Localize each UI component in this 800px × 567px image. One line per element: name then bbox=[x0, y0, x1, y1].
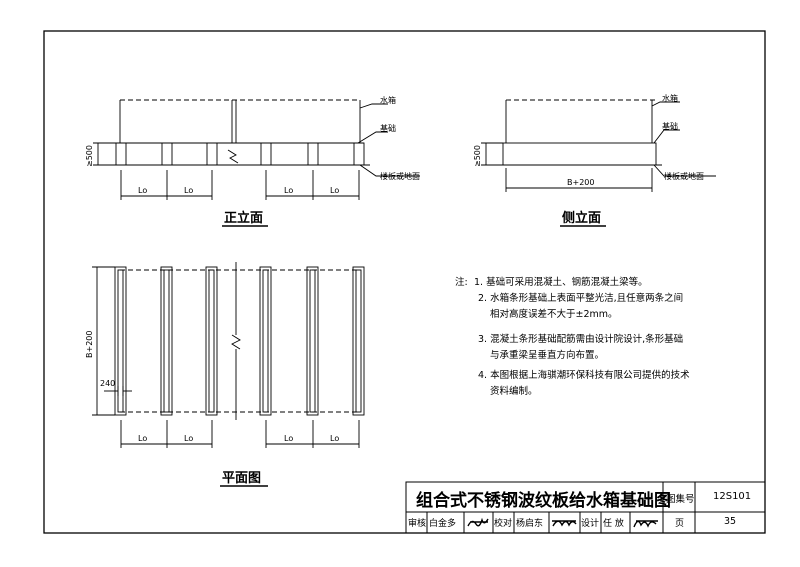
design-label: 设计 bbox=[581, 519, 600, 529]
note-3: 3. 混凝土条形基础配筋需由设计院设计,条形基础 bbox=[478, 334, 684, 345]
note-2: 2. 水箱条形基础上表面平整光洁,且任意两条之间 bbox=[478, 293, 684, 304]
plan-strip-width-dim: 240 bbox=[100, 379, 115, 388]
plan-spacing-dim-4: Lo bbox=[330, 434, 339, 443]
front-elevation bbox=[93, 99, 420, 227]
check-label: 校对 bbox=[494, 519, 513, 529]
front-spacing-dim-2: Lo bbox=[184, 186, 193, 195]
side-elevation bbox=[481, 99, 716, 227]
note-4-cont: 资料编制。 bbox=[490, 386, 538, 397]
drawing-frame bbox=[43, 30, 766, 534]
checker-signature bbox=[552, 520, 577, 527]
side-height-dim: ≥500 bbox=[473, 145, 482, 167]
note-4: 4. 本图根据上海骐潮环保科技有限公司提供的技术 bbox=[478, 370, 690, 381]
atlas-number-label: 图集号 bbox=[666, 494, 695, 505]
plan-width-dim: B+200 bbox=[85, 331, 94, 358]
designer-name: 任 放 bbox=[603, 519, 624, 529]
page-number: 35 bbox=[724, 516, 737, 527]
front-tank-label: 水箱 bbox=[380, 95, 396, 105]
plan-spacing-dim-2: Lo bbox=[184, 434, 193, 443]
note-3-cont: 与承重梁呈垂直方向布置。 bbox=[490, 350, 605, 361]
designer-signature bbox=[633, 520, 658, 528]
plan-view-title: 平面图 bbox=[222, 471, 261, 486]
side-base-label: 基础 bbox=[662, 121, 678, 131]
plan-spacing-dim-3: Lo bbox=[284, 434, 293, 443]
front-elevation-title: 正立面 bbox=[224, 210, 263, 226]
review-label: 审核 bbox=[408, 519, 427, 529]
reviewer-signature bbox=[467, 517, 489, 527]
plan-view bbox=[92, 262, 365, 487]
side-tank-label: 水箱 bbox=[662, 93, 678, 103]
note-2-cont: 相对高度误差不大于±2mm。 bbox=[490, 309, 618, 320]
front-spacing-dim-4: Lo bbox=[330, 186, 339, 195]
notes-prefix: 注: bbox=[455, 277, 468, 288]
drawing-title: 组合式不锈钢波纹板给水箱基础图 bbox=[416, 491, 671, 511]
plan-spacing-dim-1: Lo bbox=[138, 434, 147, 443]
checker-name: 杨启东 bbox=[516, 519, 544, 529]
side-elevation-title: 侧立面 bbox=[562, 210, 601, 226]
front-height-dim: ≥500 bbox=[85, 145, 94, 167]
page-label: 页 bbox=[675, 519, 685, 529]
front-spacing-dim-3: Lo bbox=[284, 186, 293, 195]
front-base-label: 基础 bbox=[380, 123, 396, 133]
side-width-dim: B+200 bbox=[567, 178, 594, 187]
side-floor-label: 楼板或地面 bbox=[664, 171, 704, 181]
title-block bbox=[405, 481, 766, 534]
note-1: 1. 基础可采用混凝土、钢筋混凝土梁等。 bbox=[474, 277, 648, 288]
front-spacing-dim-1: Lo bbox=[138, 186, 147, 195]
reviewer-name: 白金多 bbox=[429, 519, 457, 529]
atlas-number: 12S101 bbox=[713, 491, 752, 502]
front-floor-label: 楼板或地面 bbox=[380, 171, 420, 181]
